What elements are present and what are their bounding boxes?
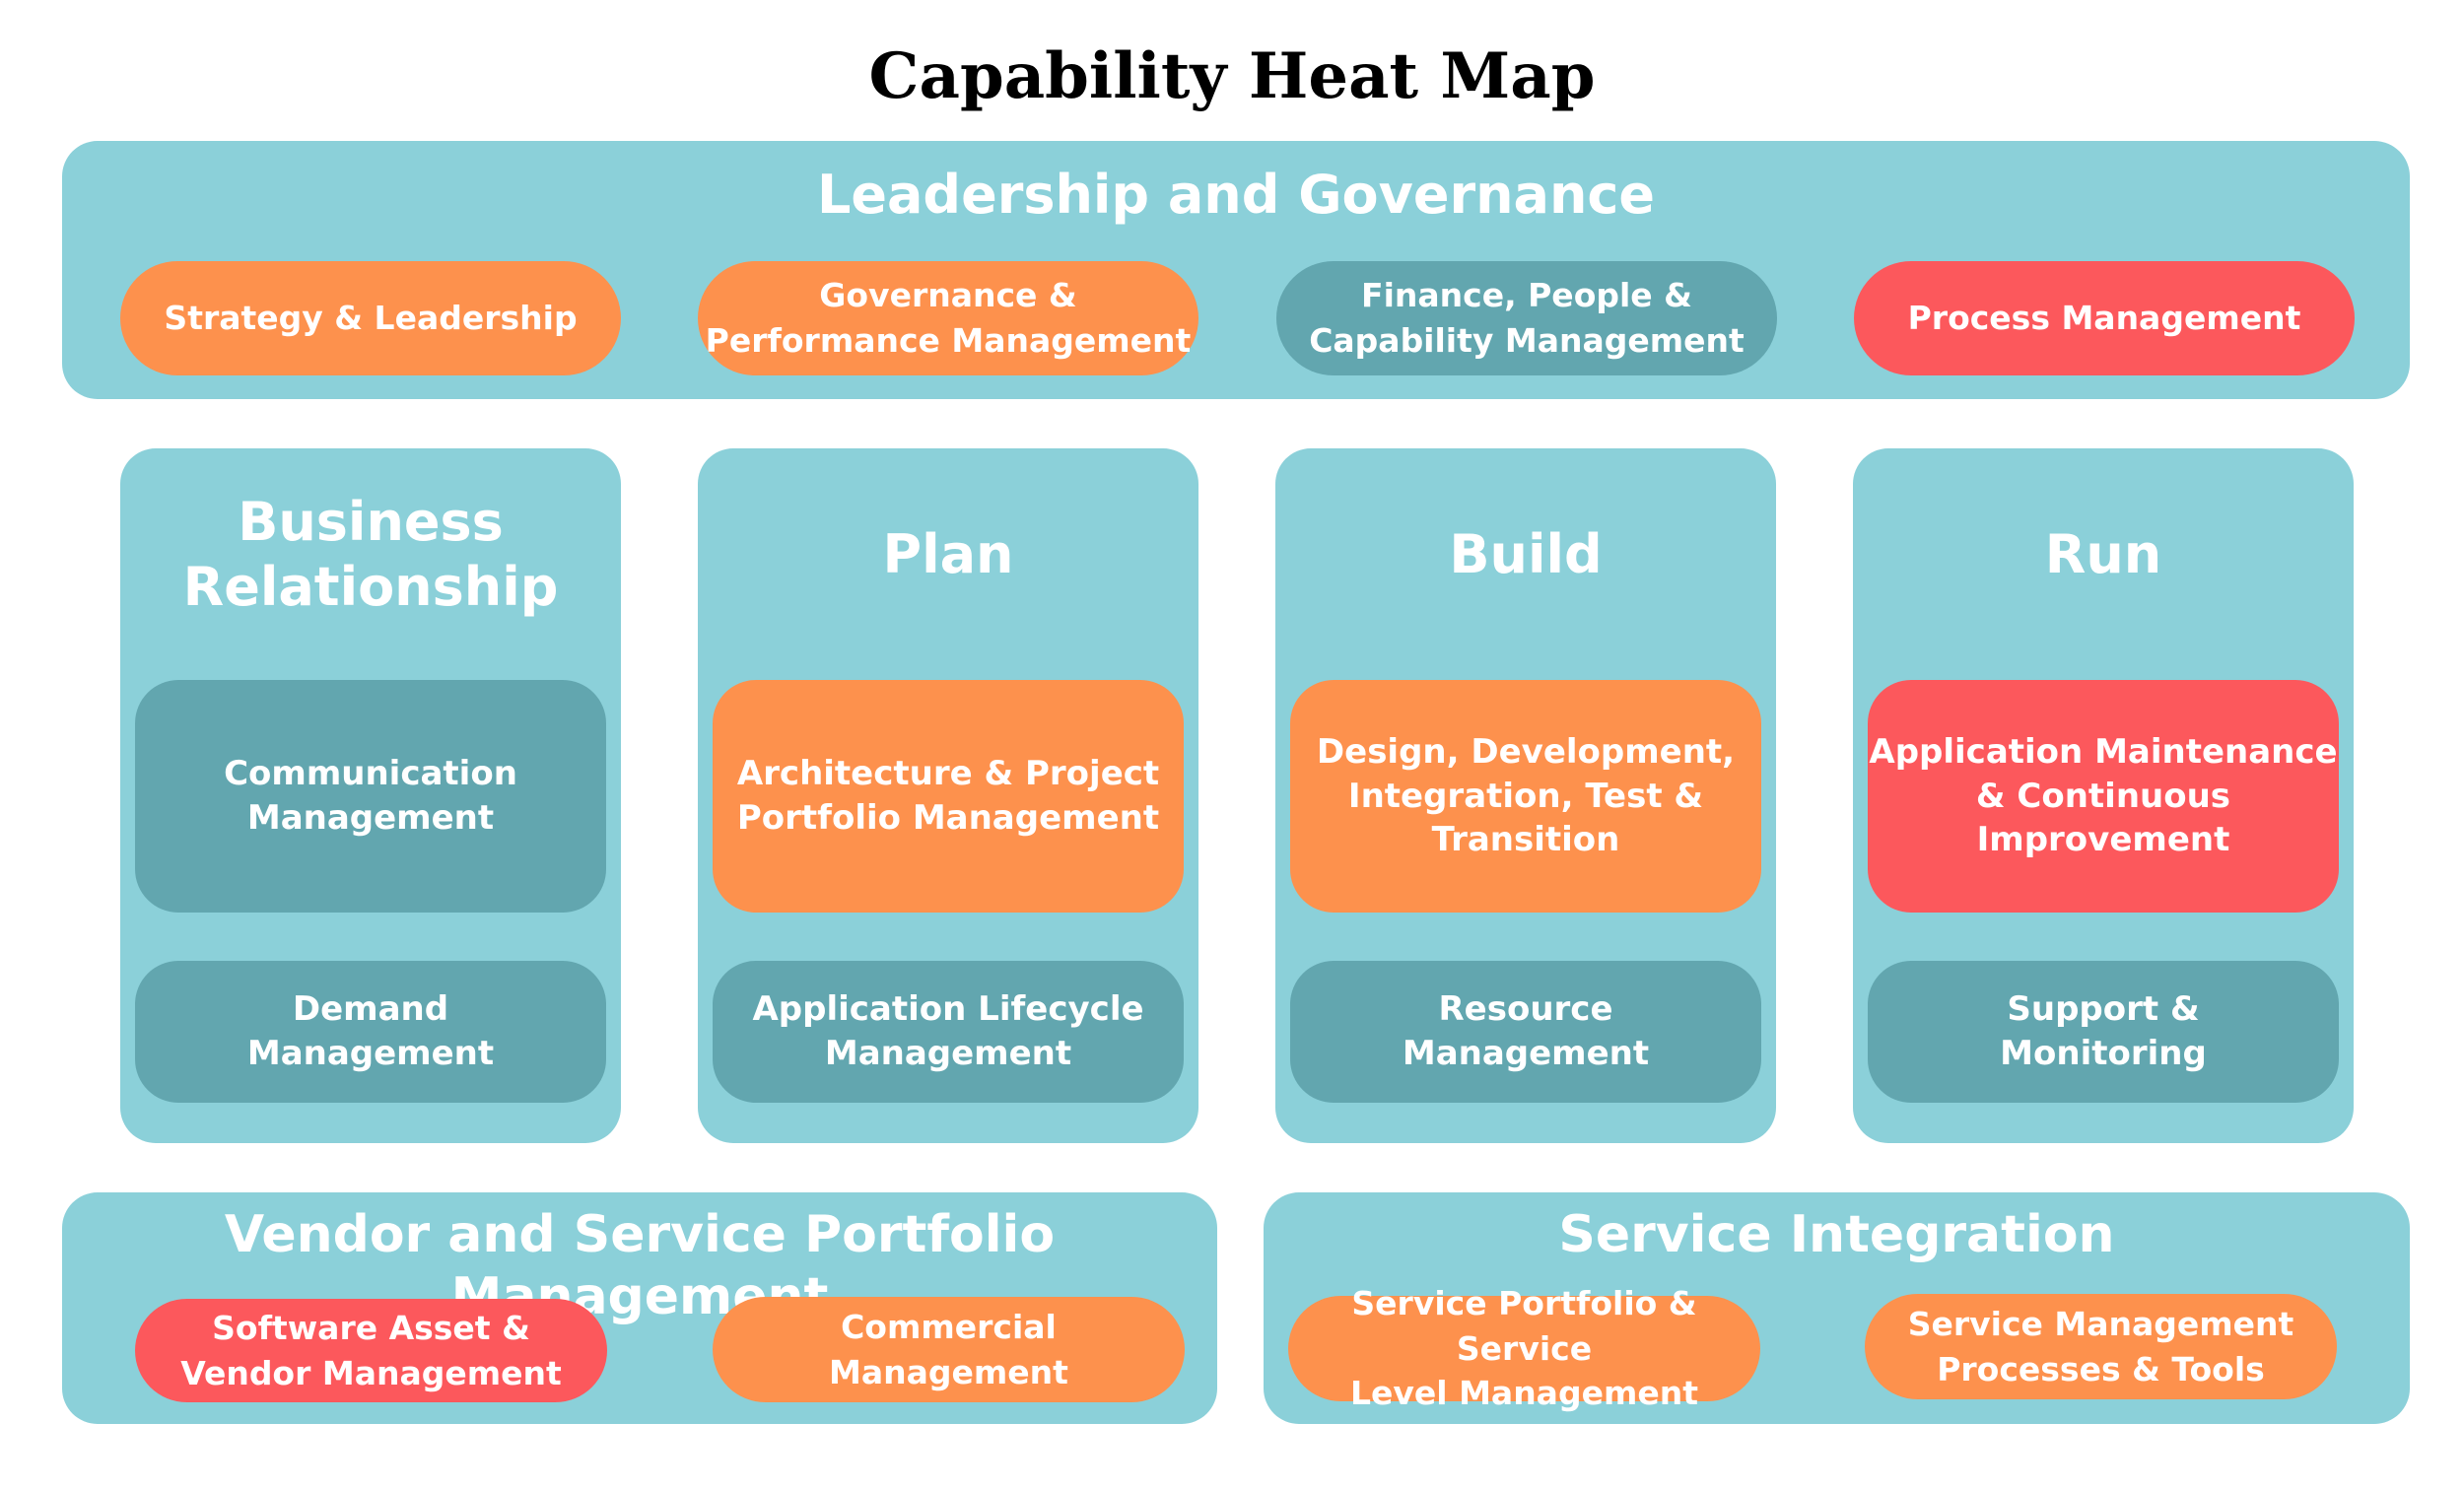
commercial-management-capability[interactable]: Commercial Management: [713, 1297, 1185, 1402]
leadership-governance-title: Leadership and Governance: [816, 164, 1656, 226]
application-lifecycle-capability[interactable]: Application Lifecycle Management: [713, 961, 1184, 1103]
communication-management-capability[interactable]: Communication Management: [135, 680, 606, 913]
business-relationship-title: Business Relationship: [182, 491, 559, 618]
leadership-governance-panel: Leadership and Governance Strategy & Lea…: [62, 141, 2410, 399]
finance-people-capability[interactable]: Finance, People & Capability Management: [1276, 261, 1777, 375]
strategy-leadership-capability[interactable]: Strategy & Leadership: [120, 261, 621, 375]
application-maintenance-capability[interactable]: Application Maintenance & Continuous Imp…: [1868, 680, 2339, 913]
service-management-tools-capability[interactable]: Service Management Processes & Tools: [1865, 1294, 2337, 1399]
support-monitoring-capability[interactable]: Support & Monitoring: [1868, 961, 2339, 1103]
run-title: Run: [2044, 523, 2162, 585]
build-title: Build: [1449, 523, 1603, 585]
architecture-portfolio-capability[interactable]: Architecture & Project Portfolio Managem…: [713, 680, 1184, 913]
governance-performance-capability[interactable]: Governance & Performance Management: [698, 261, 1198, 375]
plan-title: Plan: [882, 523, 1014, 585]
resource-management-capability[interactable]: Resource Management: [1290, 961, 1761, 1103]
page-title: Capability Heat Map: [868, 39, 1596, 113]
service-integration-title: Service Integration: [1558, 1205, 2115, 1264]
service-portfolio-capability[interactable]: Service Portfolio & Service Level Manage…: [1288, 1284, 1760, 1412]
build-panel: Build Design, Development, Integration, …: [1275, 448, 1776, 1143]
vendor-portfolio-panel: Vendor and Service Portfolio Management …: [62, 1192, 1217, 1424]
process-management-capability[interactable]: Process Management: [1854, 261, 2355, 375]
design-development-capability[interactable]: Design, Development, Integration, Test &…: [1290, 680, 1761, 913]
software-asset-vendor-capability[interactable]: Software Asset & Vendor Management: [135, 1299, 607, 1402]
service-integration-panel: Service Integration Service Portfolio & …: [1264, 1192, 2410, 1424]
business-relationship-panel: Business Relationship Communication Mana…: [120, 448, 621, 1143]
demand-management-capability[interactable]: Demand Management: [135, 961, 606, 1103]
run-panel: Run Application Maintenance & Continuous…: [1853, 448, 2354, 1143]
plan-panel: Plan Architecture & Project Portfolio Ma…: [698, 448, 1198, 1143]
